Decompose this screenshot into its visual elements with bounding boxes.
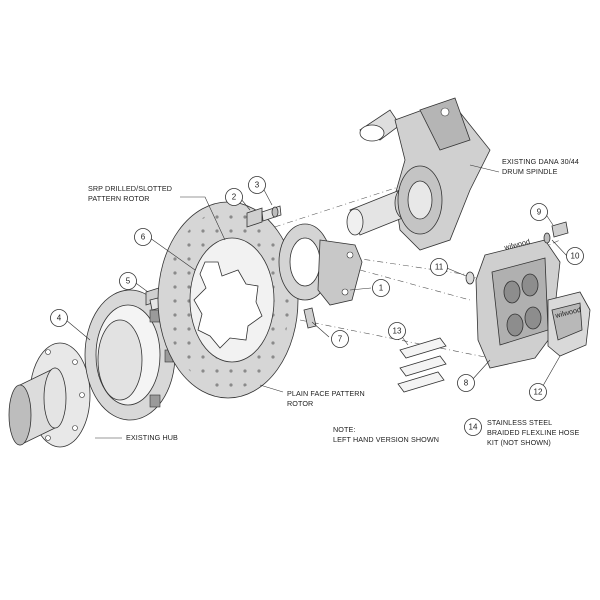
callout-number: 2 xyxy=(232,193,237,202)
callout-number: 3 xyxy=(255,181,260,190)
callout-bubble-13: 13 xyxy=(388,322,406,340)
callout-bubble-1: 1 xyxy=(372,279,390,297)
callout-number: 8 xyxy=(464,379,469,388)
label-plain-rotor: PLAIN FACE PATTERN ROTOR xyxy=(287,389,365,408)
label-text: ROTOR xyxy=(287,399,313,408)
label-srp-rotor: SRP DRILLED/SLOTTED PATTERN ROTOR xyxy=(88,184,172,203)
callout-bubble-3: 3 xyxy=(248,176,266,194)
callout-number: 11 xyxy=(435,263,444,272)
label-text: BRAIDED FLEXLINE HOSE xyxy=(487,428,579,437)
drilled-slotted-rotor xyxy=(157,201,299,399)
rotor-hat-adapter xyxy=(84,289,176,421)
label-text: PLAIN FACE PATTERN xyxy=(287,389,365,398)
callout-number: 9 xyxy=(537,208,542,217)
label-text: DRUM SPINDLE xyxy=(502,167,558,176)
callout-number: 1 xyxy=(379,284,384,293)
label-text: KIT (NOT SHOWN) xyxy=(487,438,551,447)
callout-number: 10 xyxy=(571,252,580,261)
label-text: EXISTING DANA 30/44 xyxy=(502,157,579,166)
label-hub: EXISTING HUB xyxy=(126,433,178,442)
callout-bubble-14: 14 xyxy=(464,418,482,436)
callout-bubble-5: 5 xyxy=(119,272,137,290)
callout-bubble-8: 8 xyxy=(457,374,475,392)
dana-spindle xyxy=(346,97,491,251)
label-hose-kit: STAINLESS STEEL BRAIDED FLEXLINE HOSE KI… xyxy=(487,418,579,447)
callout-bubble-12: 12 xyxy=(529,383,547,401)
callout-bubble-6: 6 xyxy=(134,228,152,246)
label-text: STAINLESS STEEL xyxy=(487,418,552,427)
callout-number: 13 xyxy=(393,327,402,336)
caliper-mounting-bracket xyxy=(278,223,363,306)
bracket-bolt-and-washer xyxy=(246,205,282,228)
brake-pads: wilwood xyxy=(547,291,591,357)
callout-number: 4 xyxy=(57,314,62,323)
label-text: NOTE: xyxy=(333,425,355,434)
existing-hub xyxy=(8,342,91,448)
callout-number: 5 xyxy=(126,277,131,286)
label-text: SRP DRILLED/SLOTTED xyxy=(88,184,172,193)
callout-bubble-11: 11 xyxy=(430,258,448,276)
callout-bubble-7: 7 xyxy=(331,330,349,348)
label-text: EXISTING HUB xyxy=(126,433,178,442)
callout-bubble-9: 9 xyxy=(530,203,548,221)
callout-number: 7 xyxy=(338,335,343,344)
callout-bubble-4: 4 xyxy=(50,309,68,327)
shim-washer xyxy=(465,271,475,285)
callout-number: 12 xyxy=(534,388,543,397)
callout-bubble-2: 2 xyxy=(225,188,243,206)
callout-number: 6 xyxy=(141,233,146,242)
label-spindle: EXISTING DANA 30/44 DRUM SPINDLE xyxy=(502,157,579,176)
label-text: LEFT HAND VERSION SHOWN xyxy=(333,435,439,444)
wilwood-caliper: wilwood xyxy=(475,237,561,369)
label-text: PATTERN ROTOR xyxy=(88,194,150,203)
label-note: NOTE: LEFT HAND VERSION SHOWN xyxy=(333,425,439,444)
callout-number: 14 xyxy=(469,423,478,432)
caliper-mount-bolt xyxy=(543,221,569,244)
pad-retainer-clips xyxy=(397,337,447,393)
bracket-screw xyxy=(303,307,317,329)
callout-bubble-10: 10 xyxy=(566,247,584,265)
